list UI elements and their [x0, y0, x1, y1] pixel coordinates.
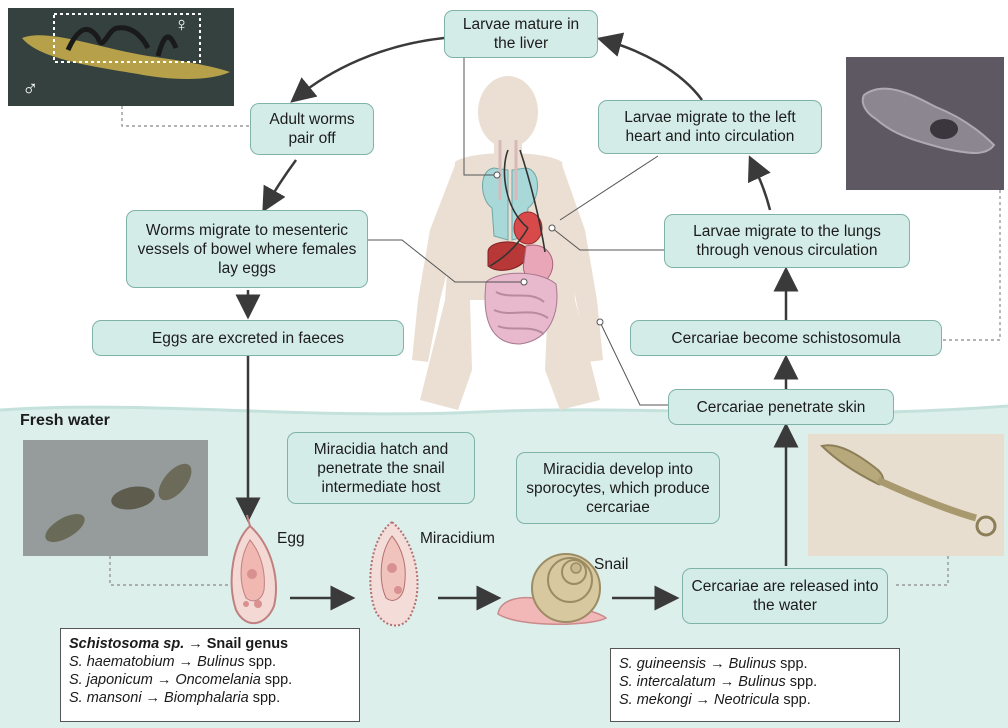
step-larvae-lungs: Larvae migrate to the lungs through veno…	[664, 214, 910, 268]
species-row: S. haematobium → Bulinus spp.	[69, 653, 351, 671]
species-table-left: Schistosoma sp. → Snail genus S. haemato…	[60, 628, 360, 722]
cercaria-photo	[808, 434, 1004, 556]
genus-suffix: spp.	[249, 653, 276, 671]
genus-name: Bulinus	[197, 653, 245, 671]
genus-name: Oncomelania	[175, 671, 260, 689]
step-worms-migrate-mesenteric: Worms migrate to mesenteric vessels of b…	[126, 210, 368, 288]
species-row: S. mekongi → Neotricula spp.	[619, 691, 891, 709]
species-name: S. japonicum	[69, 671, 153, 689]
step-eggs-excreted: Eggs are excreted in faeces	[92, 320, 404, 356]
header-genus: Snail genus	[207, 635, 288, 653]
step-adult-worms-pair-off: Adult worms pair off	[250, 103, 374, 155]
genus-suffix: spp.	[790, 673, 817, 691]
male-symbol-icon: ♂	[22, 76, 39, 102]
species-row: S. intercalatum → Bulinus spp.	[619, 673, 891, 691]
fresh-water-label: Fresh water	[20, 412, 110, 430]
genus-name: Bulinus	[738, 673, 786, 691]
header-species: Schistosoma sp.	[69, 635, 184, 653]
species-table-right: S. guineensis → Bulinus spp. S. intercal…	[610, 648, 900, 722]
arrow-icon: →	[710, 655, 725, 673]
adult-worms-photo: ♀ ♂	[8, 8, 234, 106]
step-larvae-mature-liver: Larvae mature in the liver	[444, 10, 598, 58]
genus-suffix: spp.	[780, 655, 807, 673]
genus-name: Bulinus	[729, 655, 777, 673]
egg-photo	[23, 440, 208, 556]
step-cercariae-released: Cercariae are released into the water	[682, 568, 888, 624]
genus-suffix: spp.	[265, 671, 292, 689]
genus-name: Neotricula	[714, 691, 779, 709]
species-row: S. mansoni → Biomphalaria spp.	[69, 689, 351, 707]
arrow-icon: →	[157, 671, 172, 689]
genus-suffix: spp.	[253, 689, 280, 707]
species-name: S. mekongi	[619, 691, 692, 709]
species-row: S. japonicum → Oncomelania spp.	[69, 671, 351, 689]
step-miracidia-hatch: Miracidia hatch and penetrate the snail …	[287, 432, 475, 504]
step-cercariae-schistosomula: Cercariae become schistosomula	[630, 320, 942, 356]
egg-label: Egg	[277, 530, 305, 548]
schistosomula-photo	[846, 57, 1004, 190]
arrow-icon: →	[696, 691, 711, 709]
female-symbol-icon: ♀	[174, 14, 189, 37]
arrow-icon: →	[146, 689, 161, 707]
species-table-header: Schistosoma sp. → Snail genus	[69, 635, 351, 653]
arrow-icon: →	[720, 673, 735, 691]
species-row: S. guineensis → Bulinus spp.	[619, 655, 891, 673]
miracidium-label: Miracidium	[420, 530, 495, 548]
step-miracidia-develop: Miracidia develop into sporocytes, which…	[516, 452, 720, 524]
arrow-icon: →	[188, 635, 203, 653]
species-name: S. intercalatum	[619, 673, 716, 691]
genus-suffix: spp.	[783, 691, 810, 709]
step-cercariae-penetrate-skin: Cercariae penetrate skin	[668, 389, 894, 425]
species-name: S. mansoni	[69, 689, 142, 707]
arrow-icon: →	[179, 653, 194, 671]
step-larvae-left-heart: Larvae migrate to the left heart and int…	[598, 100, 822, 154]
genus-name: Biomphalaria	[164, 689, 249, 707]
snail-label: Snail	[594, 556, 628, 574]
species-name: S. guineensis	[619, 655, 706, 673]
species-name: S. haematobium	[69, 653, 175, 671]
